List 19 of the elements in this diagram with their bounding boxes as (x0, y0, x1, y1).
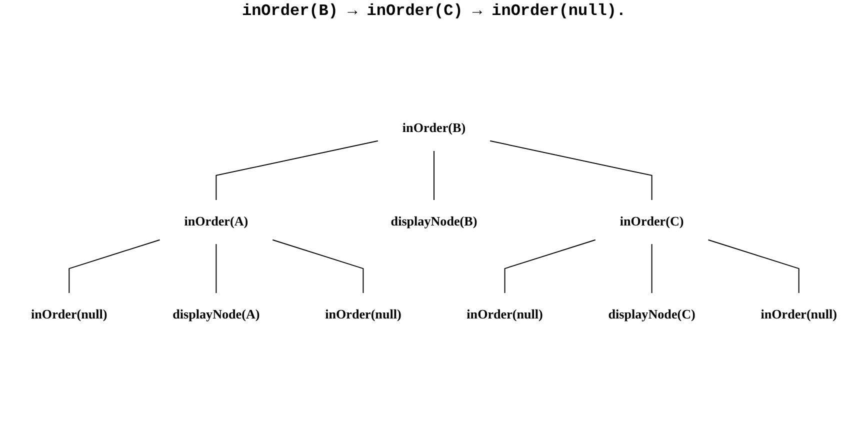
connector (68, 239, 160, 294)
node-text: inOrder(null) (325, 308, 402, 322)
connector (490, 140, 652, 200)
caption-text: inOrder(B) → inOrder(C) → inOrder(null). (242, 2, 626, 20)
connector (708, 239, 800, 294)
node-text: displayNode(C) (608, 308, 696, 322)
connector (216, 244, 217, 294)
node-text: inOrder(null) (466, 308, 543, 322)
node-text: displayNode(A) (172, 308, 260, 322)
node-text: inOrder(C) (620, 214, 684, 229)
node-text: inOrder(null) (31, 308, 108, 322)
node-text: inOrder(null) (760, 308, 837, 322)
node-text: inOrder(A) (184, 214, 248, 229)
connector (651, 244, 652, 294)
node-text: displayNode(B) (390, 214, 478, 229)
connector (272, 239, 364, 294)
connector (504, 239, 596, 294)
connector (216, 140, 378, 200)
node-text: inOrder(B) (402, 122, 466, 136)
